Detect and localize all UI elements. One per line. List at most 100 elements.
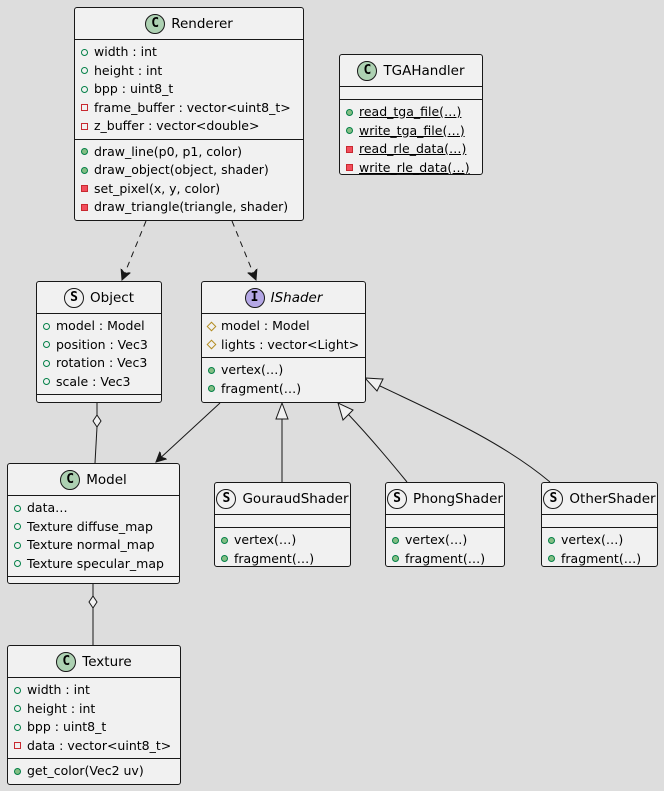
field-row: model : Model [202, 317, 365, 336]
field-row: width : int [75, 43, 303, 62]
dependency-renderer-ishader [231, 220, 256, 280]
method-row: read_tga_file(…) [340, 103, 482, 122]
method-row: vertex(…) [542, 531, 657, 550]
public-field-icon [81, 67, 88, 75]
class-model[interactable]: C Model data… Texture diffuse_map Textur… [7, 463, 180, 584]
public-field-icon [14, 560, 21, 568]
methods-section: vertex(…) fragment(…) [202, 358, 365, 401]
public-method-icon [392, 536, 399, 544]
aggregation-model-texture [88, 584, 98, 609]
field-row: height : int [8, 700, 180, 719]
public-method-icon [346, 108, 353, 116]
class-texture[interactable]: C Texture width : int height : int bpp :… [7, 645, 181, 785]
public-field-icon [14, 686, 21, 694]
public-field-icon [14, 541, 21, 549]
field-row: bpp : uint8_t [8, 718, 180, 737]
private-field-icon [81, 122, 88, 130]
methods-section: vertex(…) fragment(…) [386, 528, 504, 571]
class-name: GouraudShader [242, 490, 349, 507]
methods-section: vertex(…) fragment(…) [542, 528, 657, 571]
field-row: Texture normal_map [8, 536, 179, 555]
methods-section [37, 395, 161, 407]
class-header: C TGAHandler [340, 55, 482, 87]
class-phongshader[interactable]: S PhongShader vertex(…) fragment(…) [385, 482, 505, 567]
field-row: frame_buffer : vector<uint8_t> [75, 99, 303, 118]
class-name: OtherShader [569, 490, 656, 507]
class-othershader[interactable]: S OtherShader vertex(…) fragment(…) [541, 482, 658, 567]
dependency-renderer-object [122, 220, 147, 280]
public-field-icon [14, 523, 21, 531]
methods-section: get_color(Vec2 uv) [8, 759, 180, 784]
public-method-icon [346, 127, 353, 135]
class-badge-icon: C [357, 60, 378, 81]
public-method-icon [14, 767, 21, 775]
private-field-icon [14, 742, 21, 750]
class-ishader[interactable]: I IShader model : Model lights : vector<… [201, 281, 366, 403]
fields-section: width : int height : int bpp : uint8_t d… [8, 678, 180, 759]
private-field-icon [81, 104, 88, 112]
field-row: Texture diffuse_map [8, 518, 179, 537]
interface-badge-icon: I [244, 287, 265, 308]
field-row: model : Model [37, 317, 161, 336]
public-method-icon [81, 166, 88, 174]
class-name: Model [86, 471, 127, 488]
class-header: S Object [37, 282, 161, 314]
fields-section: model : Model position : Vec3 rotation :… [37, 314, 161, 395]
public-field-icon [81, 85, 88, 93]
method-row: fragment(…) [542, 550, 657, 569]
class-header: C Texture [8, 646, 180, 678]
public-field-icon [14, 723, 21, 731]
method-row: draw_triangle(triangle, shader) [75, 198, 303, 217]
method-row: write_rle_data(…) [340, 159, 482, 178]
class-header: S PhongShader [386, 483, 504, 515]
fields-section: data… Texture diffuse_map Texture normal… [8, 496, 179, 577]
method-row: fragment(…) [215, 550, 350, 569]
field-row: position : Vec3 [37, 336, 161, 355]
aggregation-object-model [92, 403, 102, 428]
public-field-icon [43, 322, 50, 330]
method-row: draw_line(p0, p1, color) [75, 143, 303, 162]
generalization-phong-ishader [347, 413, 408, 483]
public-method-icon [392, 555, 399, 563]
field-row: Texture specular_map [8, 555, 179, 574]
field-row: scale : Vec3 [37, 373, 161, 392]
public-method-icon [208, 366, 215, 374]
public-method-icon [221, 536, 228, 544]
class-name: TGAHandler [383, 62, 465, 79]
class-renderer[interactable]: C Renderer width : int height : int bpp … [74, 7, 304, 221]
class-name: PhongShader [413, 490, 503, 507]
class-header: C Model [8, 464, 179, 496]
class-header: S OtherShader [542, 483, 657, 515]
method-row: set_pixel(x, y, color) [75, 180, 303, 199]
struct-badge-icon: S [543, 488, 564, 509]
methods-section: draw_line(p0, p1, color) draw_object(obj… [75, 140, 303, 220]
method-row: vertex(…) [202, 361, 365, 380]
method-row: vertex(…) [386, 531, 504, 550]
private-method-icon [346, 164, 353, 172]
class-gouraudshader[interactable]: S GouraudShader vertex(…) fragment(…) [214, 482, 351, 567]
public-method-icon [548, 555, 555, 563]
field-row: data : vector<uint8_t> [8, 737, 180, 756]
method-row: get_color(Vec2 uv) [8, 762, 180, 781]
class-name: Texture [82, 653, 132, 670]
private-method-icon [81, 203, 88, 211]
struct-badge-icon: S [387, 488, 408, 509]
struct-badge-icon: S [216, 488, 237, 509]
public-field-icon [14, 504, 21, 512]
public-field-icon [43, 378, 50, 386]
field-row: z_buffer : vector<double> [75, 117, 303, 136]
field-row: bpp : uint8_t [75, 80, 303, 99]
class-name: Renderer [171, 15, 233, 32]
class-object[interactable]: S Object model : Model position : Vec3 r… [36, 281, 162, 403]
method-row: fragment(…) [386, 550, 504, 569]
public-field-icon [14, 705, 21, 713]
fields-section [542, 515, 657, 528]
public-field-icon [43, 341, 50, 349]
public-method-icon [81, 148, 88, 156]
class-header: C Renderer [75, 8, 303, 40]
methods-section: read_tga_file(…) write_tga_file(…) read_… [340, 100, 482, 180]
class-tgahandler[interactable]: C TGAHandler read_tga_file(…) write_tga_… [339, 54, 483, 175]
public-method-icon [208, 385, 215, 393]
field-row: width : int [8, 681, 180, 700]
